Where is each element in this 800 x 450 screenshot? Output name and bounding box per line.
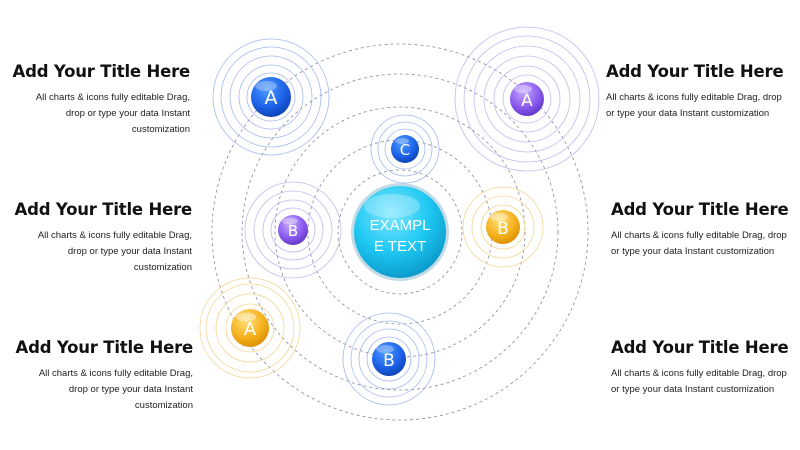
center-text-line2: E TEXT	[374, 238, 426, 255]
node-5: B	[486, 210, 520, 244]
ripple-node-4	[244, 181, 342, 279]
text-block-left-2: Add Your Title Here All charts & icons f…	[0, 200, 193, 276]
orbit-ring	[211, 43, 589, 421]
block-description: All charts & icons fully editable Drag, …	[611, 230, 787, 257]
node-label: B	[383, 351, 395, 371]
orbit-ring	[241, 73, 559, 391]
center-text-line1: EXAMPL	[370, 217, 431, 234]
text-block-right-1: Add Your Title Here All charts & icons f…	[606, 62, 786, 122]
block-description: All charts & icons fully editable Drag, …	[606, 92, 782, 119]
node-7: B	[372, 342, 406, 376]
block-title: Add Your Title Here	[611, 338, 789, 357]
node-1: A	[251, 77, 291, 117]
block-description: All charts & icons fully editable Drag, …	[35, 92, 190, 135]
node-label: A	[265, 87, 278, 109]
ripple-node-1	[212, 38, 330, 156]
ripple-node-2	[454, 26, 600, 172]
block-title: Add Your Title Here	[611, 200, 789, 219]
block-title: Add Your Title Here	[15, 338, 194, 357]
center-node: EXAMPL E TEXT	[351, 183, 449, 281]
node-label: A	[521, 91, 533, 111]
block-description: All charts & icons fully editable Drag, …	[37, 230, 192, 273]
node-label: A	[244, 319, 257, 340]
ripple-node-7	[342, 312, 436, 406]
node-label: C	[400, 141, 410, 159]
orbit-ring	[337, 169, 463, 295]
node-4: B	[278, 215, 308, 245]
text-block-right-2: Add Your Title Here All charts & icons f…	[611, 200, 791, 260]
text-block-left-1: Add Your Title Here All charts & icons f…	[0, 62, 191, 138]
block-title: Add Your Title Here	[14, 200, 193, 219]
block-title: Add Your Title Here	[606, 62, 784, 81]
node-label: B	[288, 222, 298, 240]
ripple-node-3	[370, 114, 440, 184]
ripple-node-5	[462, 186, 544, 268]
text-block-right-3: Add Your Title Here All charts & icons f…	[611, 338, 791, 398]
block-description: All charts & icons fully editable Drag, …	[38, 368, 193, 411]
block-title: Add Your Title Here	[12, 62, 191, 81]
node-6: A	[231, 309, 269, 347]
node-2: A	[510, 82, 544, 116]
orbit-ring	[274, 106, 526, 358]
node-label: B	[497, 219, 509, 239]
ripple-node-6	[199, 277, 301, 379]
block-description: All charts & icons fully editable Drag, …	[611, 368, 787, 395]
text-block-left-3: Add Your Title Here All charts & icons f…	[0, 338, 194, 414]
node-3: C	[391, 135, 419, 163]
